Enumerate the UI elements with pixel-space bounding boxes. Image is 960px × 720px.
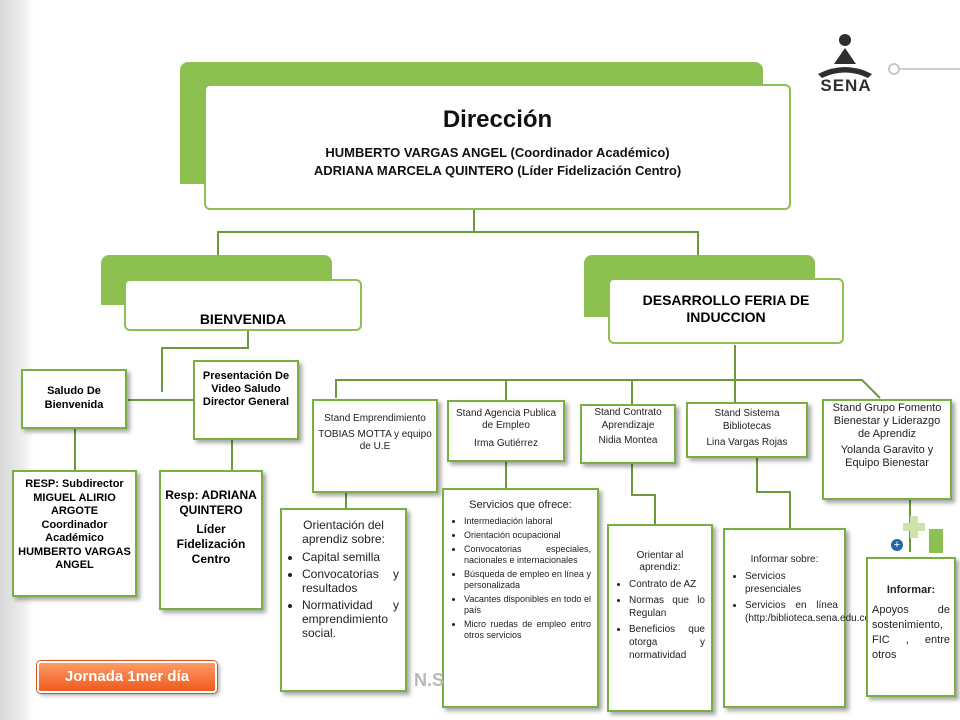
- saludo-box: Saludo De Bienvenida: [21, 369, 127, 429]
- emprendimiento-item: Capital semilla: [302, 550, 399, 564]
- stand-contrato-owner: Nidia Montea: [598, 435, 658, 446]
- bibliotecas-item: Servicios presenciales: [745, 570, 838, 596]
- empleo-item: Micro ruedas de empleo entro otros servi…: [464, 619, 591, 641]
- stand-bienestar-box: Stand Grupo Fomento Bienestar y Liderazg…: [822, 399, 952, 500]
- empleo-item: Intermediación laboral: [464, 516, 591, 527]
- bibliotecas-item: Servicios en línea (http:/biblioteca.sen…: [745, 599, 873, 625]
- bienvenida-box: BIENVENIDA: [124, 279, 362, 331]
- watermark-text: N.S: [414, 670, 445, 690]
- stand-bibliotecas-owner: Lina Vargas Rojas: [706, 437, 788, 448]
- empleo-item: Vacantes disponibles en todo el país: [464, 594, 591, 616]
- contrato-detail-title: Orientar al aprendiz:: [636, 550, 684, 573]
- stand-empleo-owner: Irma Gutiérrez: [474, 438, 538, 449]
- stand-emprendimiento-box: Stand Emprendimiento TOBIAS MOTTA y equi…: [312, 399, 438, 493]
- stand-bienestar-title: Stand Grupo Fomento Bienestar y Liderazg…: [832, 402, 942, 440]
- contrato-item: Normas que lo Regulan: [629, 594, 705, 620]
- bibliotecas-detail-box: Informar sobre: Servicios presenciales S…: [723, 528, 873, 708]
- contrato-item: Beneficios que otorga y normatividad: [629, 623, 705, 662]
- stand-contrato-title: Stand Contrato Aprendizaje: [594, 407, 662, 431]
- stand-bienestar-owner: Yolanda Garavito y Equipo Bienestar: [840, 444, 934, 469]
- emprendimiento-detail-box: Orientación del aprendiz sobre: Capital …: [280, 508, 407, 692]
- stand-empleo-box: Stand Agencia Publica de Empleo Irma Gut…: [447, 400, 565, 462]
- bibliotecas-detail-title: Informar sobre:: [750, 554, 819, 565]
- emprendimiento-detail-title: Orientación del aprendiz sobre:: [302, 518, 385, 546]
- sena-logo-icon: [818, 34, 872, 78]
- bienestar-detail-box: Informar: Apoyos de sostenimiento, FIC ,…: [866, 557, 956, 697]
- bienestar-detail-title: Informar:: [886, 584, 936, 596]
- direccion-line-1: HUMBERTO VARGAS ANGEL (Coordinador Acadé…: [325, 145, 670, 160]
- emprendimiento-item: Convocatorias y resultados: [302, 567, 399, 595]
- empleo-item: Orientación ocupacional: [464, 530, 591, 541]
- decor-bar: [910, 516, 918, 538]
- stand-emprendimiento-title: Stand Emprendimiento: [324, 413, 426, 424]
- presentacion-resp-line-1: Resp: ADRIANA QUINTERO: [165, 488, 257, 517]
- contrato-detail-box: Orientar al aprendiz: Contrato de AZ Nor…: [607, 524, 713, 712]
- logo-line-decoration: [888, 63, 960, 75]
- stand-contrato-box: Stand Contrato Aprendizaje Nidia Montea: [580, 404, 676, 464]
- direccion-title: Dirección: [442, 106, 553, 133]
- presentacion-resp-box: Resp: ADRIANA QUINTERO Líder Fidelizació…: [159, 470, 263, 610]
- presentacion-box: Presentación De Video Saludo Director Ge…: [193, 360, 299, 440]
- direccion-line-2: ADRIANA MARCELA QUINTERO (Líder Fideliza…: [313, 163, 682, 178]
- sena-logo-text: SENA: [820, 76, 872, 95]
- empleo-detail-box: Servicios que ofrece: Intermediación lab…: [442, 488, 599, 708]
- bienestar-detail-text: Apoyos de sostenimiento, FIC , entre otr…: [872, 604, 950, 661]
- saludo-resp-box: RESP: Subdirector MIGUEL ALIRIO ARGOTE C…: [12, 470, 137, 597]
- saludo-label: Saludo De Bienvenida: [44, 385, 104, 411]
- direccion-box: Dirección HUMBERTO VARGAS ANGEL (Coordin…: [204, 84, 791, 210]
- empleo-detail-title: Servicios que ofrece:: [469, 499, 572, 511]
- saludo-resp-text: RESP: Subdirector MIGUEL ALIRIO ARGOTE C…: [18, 478, 131, 571]
- plus-icon: +: [891, 539, 903, 551]
- bienvenida-label: BIENVENIDA: [199, 311, 287, 327]
- presentacion-label: Presentación De Video Saludo Director Ge…: [202, 370, 290, 408]
- decorative-shapes: +: [885, 515, 945, 555]
- contrato-item: Contrato de AZ: [629, 578, 705, 591]
- empleo-item: Búsqueda de empleo en línea y personaliz…: [464, 569, 591, 591]
- emprendimiento-item: Normatividad y emprendimiento social.: [302, 598, 399, 640]
- stand-empleo-title: Stand Agencia Publica de Empleo: [455, 408, 557, 431]
- stand-bibliotecas-box: Stand Sistema Bibliotecas Lina Vargas Ro…: [686, 402, 808, 458]
- stand-bibliotecas-title: Stand Sistema Bibliotecas: [714, 408, 780, 432]
- desarrollo-label: DESARROLLO FERIA DE INDUCCION: [642, 292, 810, 325]
- desarrollo-box: DESARROLLO FERIA DE INDUCCION: [608, 278, 844, 344]
- empleo-item: Convocatorias especiales, nacionales e i…: [464, 544, 591, 566]
- stand-emprendimiento-owner: TOBIAS MOTTA y equipo de U.E: [318, 429, 432, 452]
- presentacion-resp-line-2: Líder Fidelización Centro: [176, 522, 246, 566]
- left-gradient-bar: [0, 0, 34, 720]
- jornada-badge: Jornada 1mer día: [37, 661, 217, 693]
- decor-bar: [929, 529, 943, 553]
